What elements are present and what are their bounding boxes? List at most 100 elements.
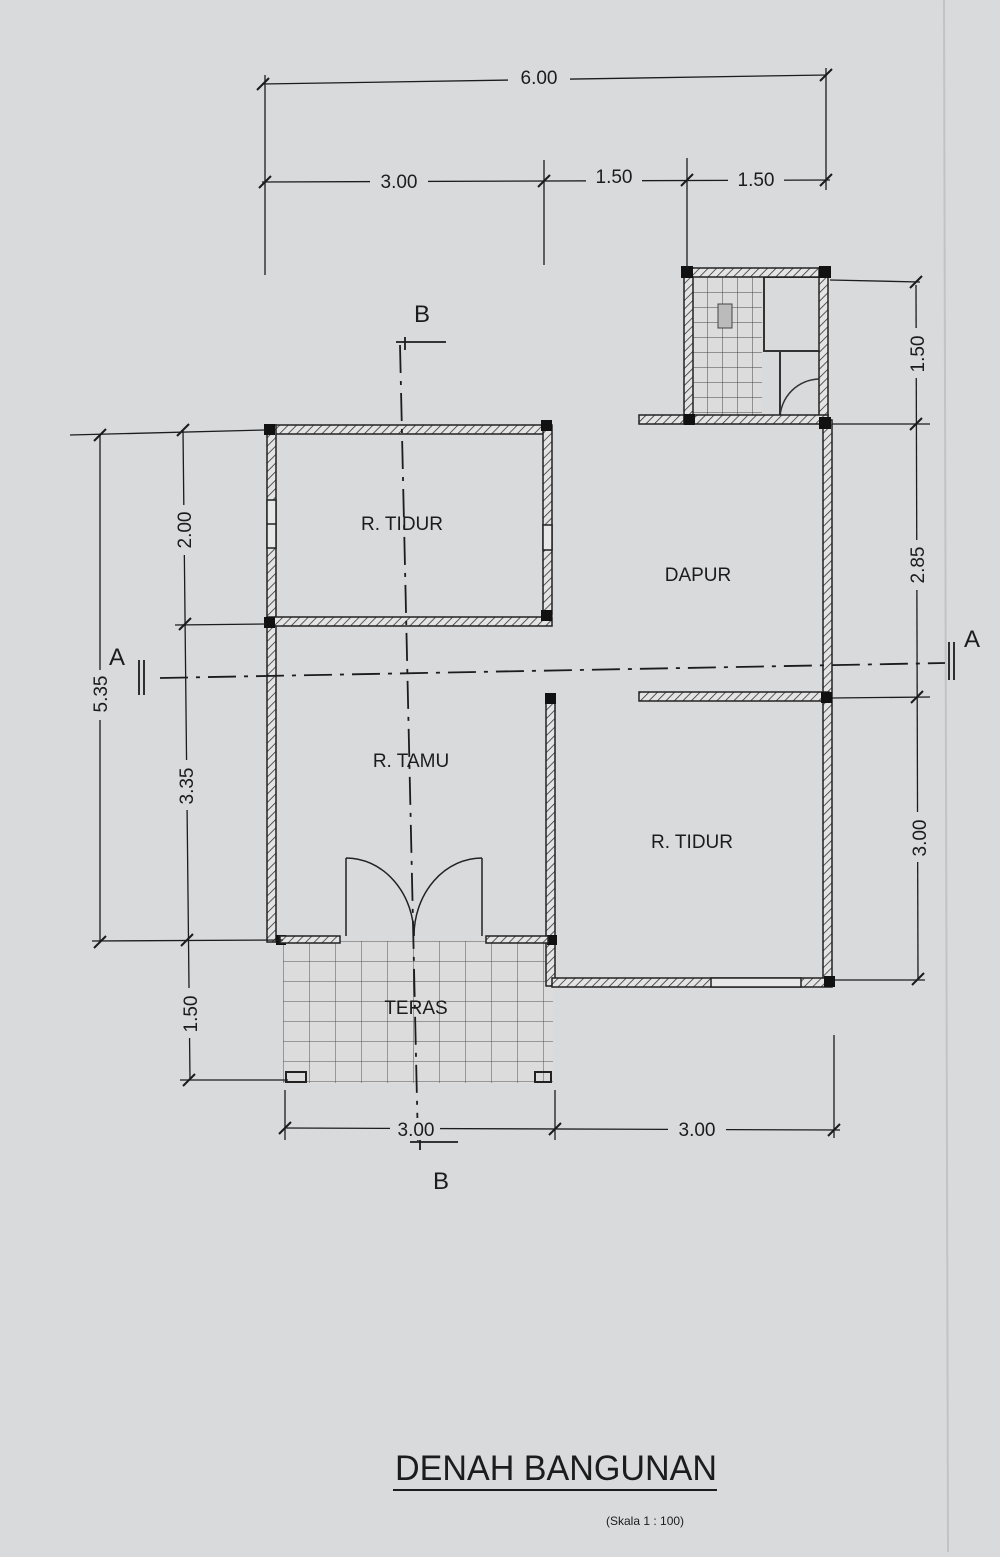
section-a-right-arrow: [948, 642, 955, 680]
windows: [266, 499, 802, 988]
dim-top-mid: 1.50: [596, 167, 633, 188]
dim-left-bedroom: 2.00: [175, 512, 196, 549]
column: [264, 424, 275, 435]
tick: [909, 275, 923, 289]
window-bedroom2-bottom: [710, 977, 802, 988]
dim-left-total: 5.35: [91, 676, 112, 713]
room-label-bedroom-right: R. TIDUR: [651, 832, 733, 853]
dim-line-bottom: [283, 1127, 841, 1131]
tick: [548, 1122, 562, 1136]
dim-top-right: 1.50: [738, 170, 775, 191]
section-mark-a-left: A: [109, 644, 125, 671]
column: [824, 976, 835, 987]
dim-right-kitchen: 2.85: [908, 547, 929, 584]
tick: [819, 173, 833, 187]
section-line-b: [399, 344, 419, 1146]
column: [547, 935, 557, 945]
dim-bottom-right: 3.00: [679, 1120, 716, 1141]
column: [545, 693, 556, 704]
ext-line: [831, 696, 931, 699]
tick: [93, 428, 107, 442]
wall-bedroom-right: [542, 424, 553, 616]
tick: [278, 1121, 292, 1135]
tick: [182, 1073, 196, 1087]
label-bg: [668, 1118, 726, 1140]
wall-bath-bottom: [683, 414, 829, 425]
front-wall-left: [279, 935, 341, 944]
dim-left-terrace: 1.50: [181, 996, 202, 1033]
dimension-ticks: [93, 68, 925, 1137]
window-bedroom-right: [542, 524, 553, 551]
dim-right-bedroom: 3.00: [910, 820, 931, 857]
label-bg: [586, 167, 642, 189]
tick: [93, 935, 107, 949]
drawing-title: DENAH BANGUNAN: [395, 1449, 717, 1488]
tick: [258, 175, 272, 189]
label-bg: [88, 670, 112, 720]
section-a-left-arrow: [138, 660, 145, 695]
front-wall: [279, 857, 549, 944]
label-bg: [390, 1118, 440, 1140]
wall-bedroom-bottom: [266, 616, 553, 627]
dim-line-right: [915, 284, 919, 979]
tick: [909, 417, 923, 431]
section-lines: [138, 337, 955, 1150]
dim-top-left: 3.00: [381, 172, 418, 193]
terrace-post-right: [534, 1071, 552, 1083]
section-line-a: [159, 662, 946, 679]
ext-line: [69, 429, 266, 436]
section-mark-b-bottom: B: [433, 1168, 449, 1195]
dim-bottom-left: 3.00: [398, 1120, 435, 1141]
tick: [680, 173, 694, 187]
room-labels: R. TIDUR DAPUR R. TAMU R. TIDUR TERAS: [361, 514, 733, 1019]
door-swing-left: [345, 857, 415, 937]
bath-door-swing: [779, 378, 821, 420]
wall-bath-right: [818, 267, 829, 424]
wall-kitchen-top: [638, 414, 690, 425]
toilet-fixture: [717, 303, 733, 329]
section-marks: B B A A: [109, 301, 980, 1195]
column: [819, 266, 831, 278]
column: [684, 414, 695, 425]
dim-left-living: 3.35: [177, 768, 198, 805]
column: [681, 266, 693, 278]
room-label-living: R. TAMU: [373, 751, 449, 772]
tick: [910, 690, 924, 704]
label-bg: [370, 170, 428, 192]
tick: [537, 174, 551, 188]
label-bg: [906, 812, 930, 862]
front-wall-right: [485, 935, 549, 944]
section-b-top-arrow: [396, 337, 446, 350]
room-label-kitchen: DAPUR: [665, 565, 732, 586]
tick: [178, 617, 192, 631]
label-bg: [905, 540, 929, 590]
tick: [827, 1123, 841, 1137]
tick: [176, 423, 190, 437]
wall-kitchen-bottom: [638, 691, 830, 702]
terrace-floor: [283, 941, 553, 1083]
dim-top-total: 6.00: [521, 68, 558, 89]
column: [264, 617, 275, 628]
label-bg: [508, 66, 570, 88]
terrace-post-left: [285, 1071, 307, 1083]
dim-right-bath: 1.50: [908, 336, 929, 373]
wall-top-bedroom: [266, 424, 550, 435]
page-fold: [943, 0, 949, 1553]
room-label-bedroom-top: R. TIDUR: [361, 514, 443, 535]
tick: [911, 972, 925, 986]
tick: [180, 933, 194, 947]
bathroom-floor: [692, 277, 762, 419]
column: [819, 417, 831, 429]
column: [541, 420, 552, 431]
label-bg: [905, 328, 929, 378]
ext-line: [829, 279, 921, 283]
section-mark-a-right: A: [964, 626, 980, 653]
tick: [819, 68, 833, 82]
wall-bath-left: [683, 267, 694, 424]
section-mark-b-top: B: [414, 301, 430, 328]
door-swing-right: [413, 857, 483, 937]
dimension-labels: 6.00 3.00 1.50 1.50 5.35 2.00 3.35 1.50 …: [88, 66, 931, 1141]
scale-note: (Skala 1 : 100): [606, 1514, 684, 1528]
